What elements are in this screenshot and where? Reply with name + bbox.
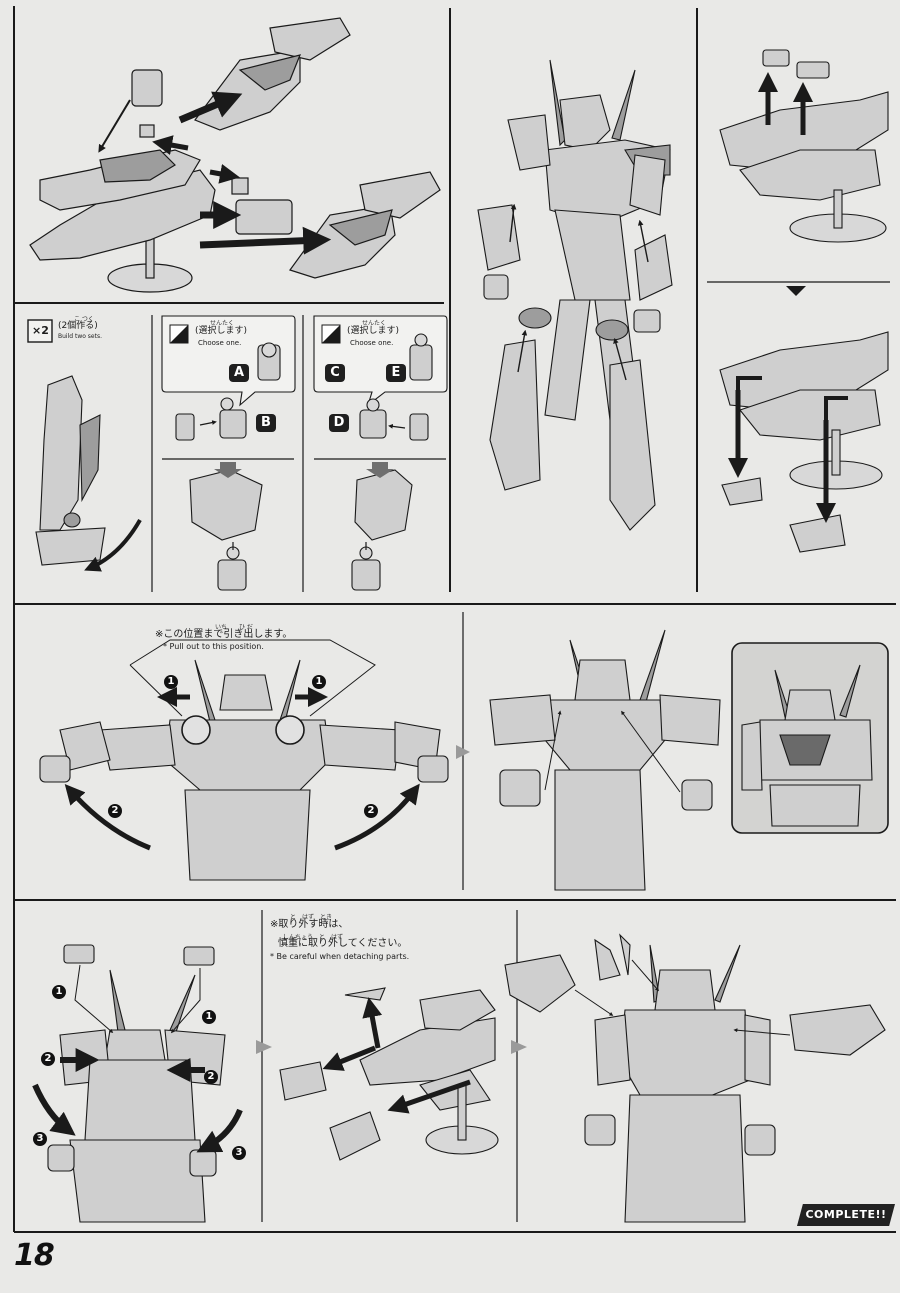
panel-grid — [13, 6, 896, 1233]
detach-note-jp-1: ※取り外す時は、 — [270, 919, 349, 930]
backpack-top-view — [719, 49, 889, 553]
step-number-1-left: 1 — [164, 675, 178, 689]
step-number-1-row3-right: 1 — [202, 1010, 216, 1024]
hand-parts — [175, 333, 433, 591]
choose-b-title: (選択します) — [347, 326, 400, 336]
step-number-1-right: 1 — [312, 675, 326, 689]
step-number-2-right: 2 — [364, 804, 378, 818]
step-number-2-row3-left: 2 — [41, 1052, 55, 1066]
inset-mech — [741, 664, 873, 827]
build-two-ruby: こ つく — [74, 316, 94, 323]
detach-note-en: * Be careful when detaching parts. — [270, 952, 410, 961]
detach-note-jp-2: 慎重に取り外してください。 — [278, 938, 408, 949]
page-number: 18 — [14, 1238, 55, 1273]
x2-box — [27, 319, 53, 343]
option-b-badge: B — [256, 414, 276, 432]
backpack-side-parts — [279, 987, 499, 1161]
complete-badge: COMPLETE!! — [797, 1204, 895, 1226]
flow-arrows — [256, 745, 527, 1054]
down-arrows — [214, 462, 394, 478]
choose-a-ruby: せんたく — [210, 320, 235, 327]
choose-a-title: (選択します) — [195, 326, 248, 336]
mech-final — [504, 933, 886, 1223]
choose-b-en: Choose one. — [350, 339, 394, 347]
multiplier-label: ×2 — [32, 324, 49, 337]
step-number-2-row3-right: 2 — [204, 1070, 218, 1084]
pull-note-ruby: いち ひ だ — [215, 624, 253, 631]
choose-a-en: Choose one. — [198, 339, 242, 347]
detach-note-ruby-2: しんちょう と はず — [283, 934, 344, 941]
step-number-2-left: 2 — [108, 804, 122, 818]
step-number-1-row3-left: 1 — [52, 985, 66, 999]
mech-shoulder-pull — [39, 659, 449, 881]
pull-note-en: * Pull out to this position. — [163, 642, 264, 651]
mech-horn-removal — [47, 944, 226, 1223]
choose-b-ruby: せんたく — [362, 320, 387, 327]
build-two-en: Build two sets. — [58, 333, 103, 340]
option-c-badge: C — [325, 364, 345, 382]
mech-arms-attach — [489, 629, 721, 891]
option-d-badge: D — [329, 414, 349, 432]
step-number-3-row3-right: 3 — [232, 1146, 246, 1160]
detach-note-ruby-1: と はず とき — [290, 914, 333, 921]
backpack-arrows — [98, 91, 332, 255]
mech-assembly-front — [477, 59, 673, 531]
choose-icons — [169, 324, 341, 344]
option-a-badge: A — [229, 364, 249, 382]
choose-bubbles — [161, 315, 448, 407]
step-number-3-row3-left: 3 — [33, 1132, 47, 1146]
build-two-jp: (2個作る) — [58, 321, 98, 331]
backpack-exploded-view — [29, 17, 441, 293]
option-e-badge: E — [386, 364, 406, 382]
leg-part — [35, 375, 106, 566]
pull-note-jp: ※この位置まで引き出します。 — [155, 629, 293, 640]
